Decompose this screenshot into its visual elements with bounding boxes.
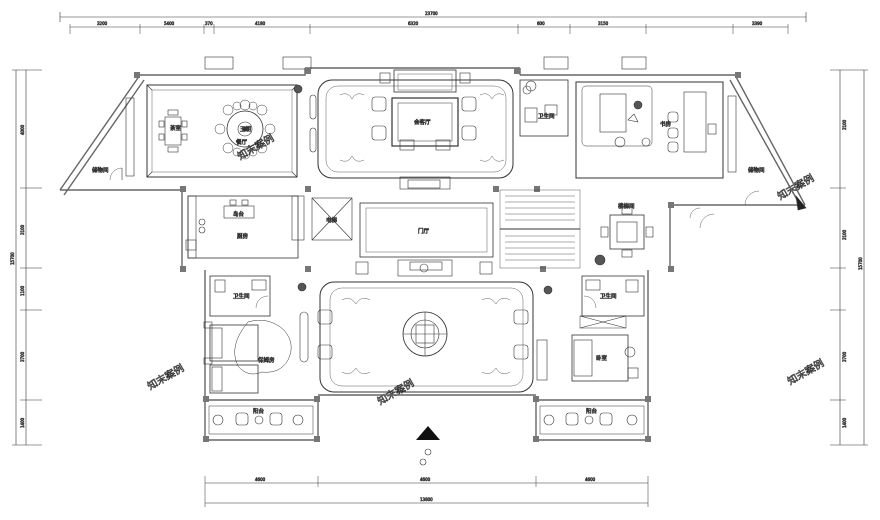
- room-label-bedroom-left: 保姆房: [258, 356, 275, 364]
- room-label-balcony-left: 阳台: [253, 407, 265, 415]
- dim-top-8: 3390: [752, 21, 763, 26]
- dim-left-2: 3100: [20, 224, 25, 235]
- dim-top-7: 3150: [598, 21, 609, 26]
- room-label-hallway: 门厅: [418, 227, 430, 235]
- island-label: 岛台: [233, 210, 245, 218]
- room-label-bath-right: 卫生间: [600, 292, 617, 300]
- bedroom-left: [203, 320, 292, 394]
- hallway: [355, 176, 494, 277]
- stairs: [499, 189, 581, 269]
- dim-right-4: 1400: [842, 417, 847, 428]
- storage-right: [689, 95, 807, 229]
- room-label-bedroom-right: 卧室: [596, 354, 608, 362]
- balcony-right: [539, 405, 645, 435]
- room-label-tearoom: 茶室: [170, 124, 182, 132]
- room-label-study: 书房: [660, 120, 672, 128]
- dim-top-6: 600: [537, 21, 545, 26]
- watermark: 知末案例 知末案例 知末案例 知末案例 知末案例: [145, 131, 827, 408]
- dim-left-5: 1400: [20, 417, 25, 428]
- room-label-reception: 会客厅: [414, 118, 431, 126]
- room-label-stair-hall: 楼梯间: [618, 202, 635, 210]
- kitchen: [185, 195, 305, 259]
- dim-bottom-1: 4600: [255, 477, 266, 482]
- dim-top-2: 5400: [164, 21, 175, 26]
- study-room: [575, 81, 724, 179]
- elevator: [311, 197, 353, 241]
- windows-top: [204, 56, 647, 271]
- dim-top-5: 6320: [408, 21, 419, 26]
- bathroom-left: [209, 275, 271, 317]
- room-label-balcony-right: 阳台: [586, 407, 598, 415]
- top-dimension-lines: [59, 12, 807, 34]
- bottom-dimension-lines: [204, 476, 649, 507]
- entry-arrow: [416, 426, 440, 466]
- dim-left-1: 4000: [20, 124, 25, 135]
- bedroom-right: [571, 315, 639, 382]
- dim-left-4: 3700: [20, 351, 25, 362]
- dim-top-3: 370: [205, 21, 213, 26]
- left-dimension-lines: [12, 69, 42, 446]
- bathroom-top: [519, 79, 569, 137]
- room-label-storage-right: 储物间: [748, 166, 765, 174]
- dim-left-total: 15700: [10, 252, 15, 265]
- dim-right-3: 3700: [842, 351, 847, 362]
- dim-bottom-2: 4600: [420, 477, 431, 482]
- living-room: [297, 281, 553, 393]
- dim-top-4: 4180: [255, 21, 266, 26]
- room-label-bath-top: 卫生间: [538, 112, 555, 120]
- stair-hall: [594, 206, 654, 266]
- room-label-dining: 餐厅: [236, 138, 248, 146]
- columns: [134, 68, 741, 442]
- dim-right-total: 15700: [858, 257, 863, 270]
- svg-text:知末案例: 知末案例: [785, 356, 826, 387]
- room-label-storage-left: 储物间: [92, 166, 109, 174]
- dining-room: [146, 84, 303, 178]
- right-dimension-lines: [830, 69, 868, 446]
- room-label-kitchen: 厨房: [237, 232, 249, 240]
- dim-right-1: 3100: [842, 119, 847, 130]
- reception-room: [309, 69, 532, 179]
- dim-bottom-3: 4600: [585, 477, 596, 482]
- storage-left: [109, 97, 135, 181]
- dining-center-label: 王朝: [240, 126, 252, 133]
- dim-top-total: 23700: [425, 11, 438, 16]
- dim-top-1: 3200: [97, 21, 108, 26]
- outer-walls: [59, 67, 806, 441]
- dim-bottom-total: 13800: [420, 497, 433, 502]
- dim-right-2: 3100: [842, 229, 847, 240]
- svg-text:知末案例: 知末案例: [145, 361, 186, 392]
- room-label-elevator: 电梯: [326, 216, 338, 224]
- balcony-left: [208, 405, 314, 435]
- dim-left-3: 1100: [20, 285, 25, 296]
- room-label-bath-left: 卫生间: [233, 292, 250, 300]
